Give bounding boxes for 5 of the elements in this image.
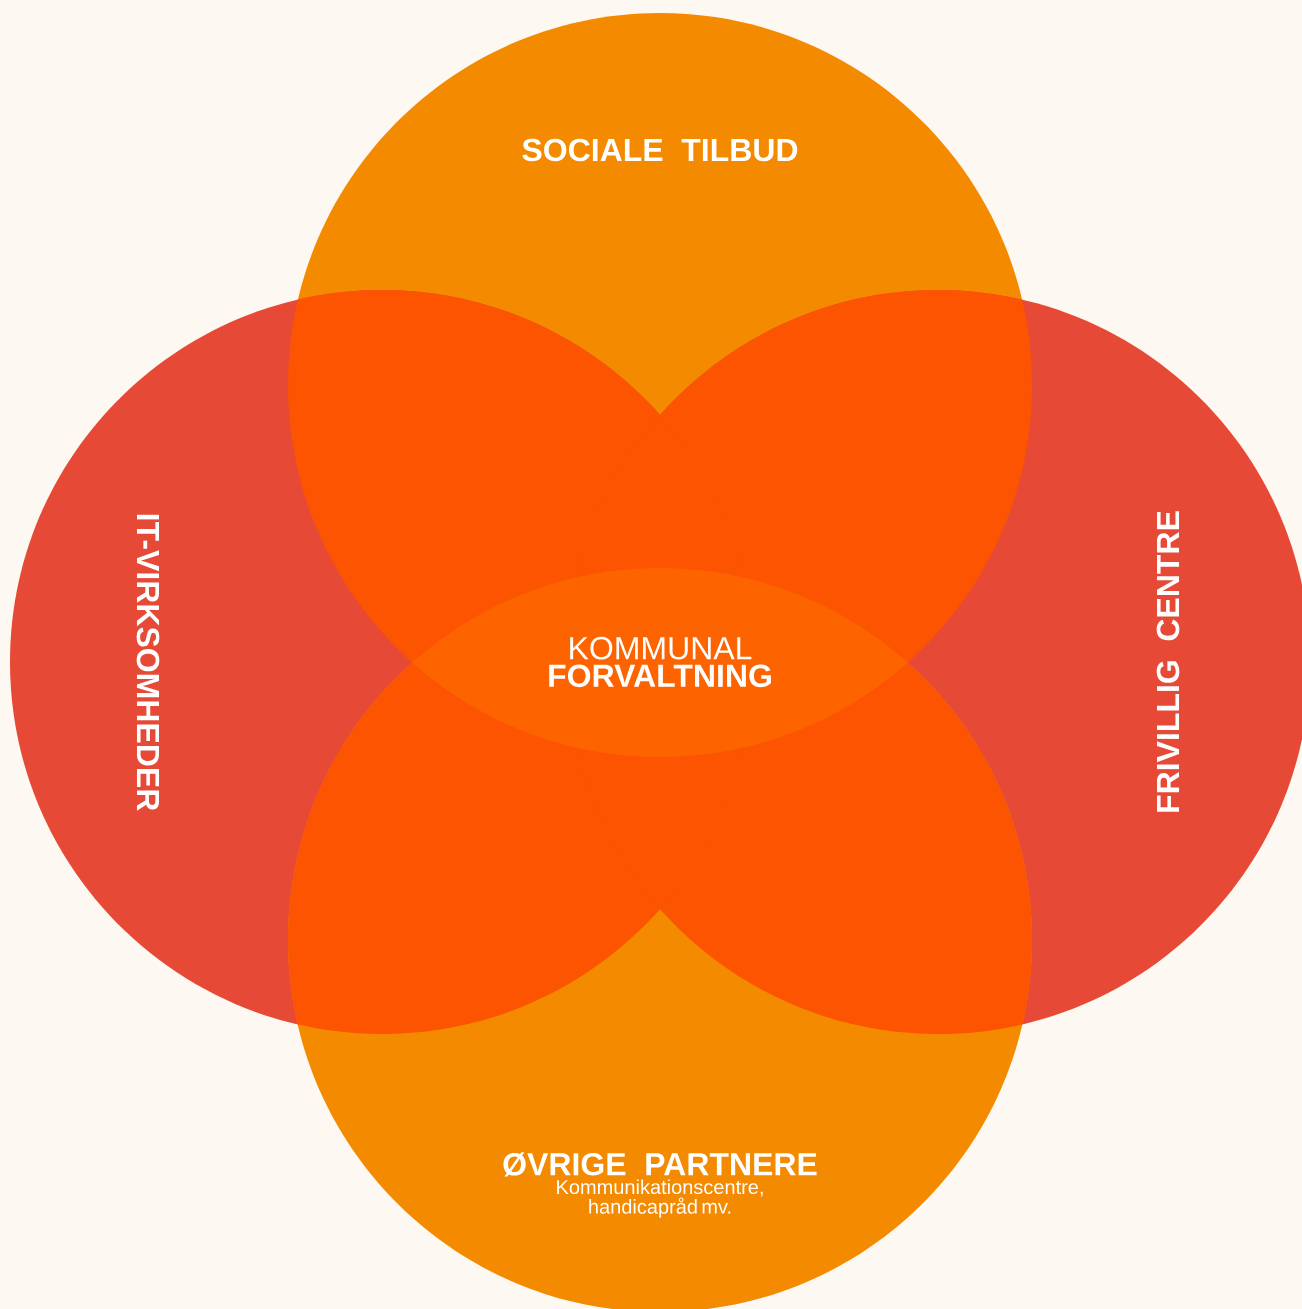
lens-label: KOMMUNAL FORVALTNING <box>549 636 771 688</box>
circle-label: SOCIALE TILBUD <box>522 138 798 162</box>
circle-label: FRIVILLIG CENTRE <box>1156 511 1180 812</box>
circle-label: ØVRIGE PARTNERE Kommunikationscentre, handicapråd mv. <box>503 1152 817 1218</box>
circle-label: IT-VIRKSOMHEDER <box>136 514 160 811</box>
